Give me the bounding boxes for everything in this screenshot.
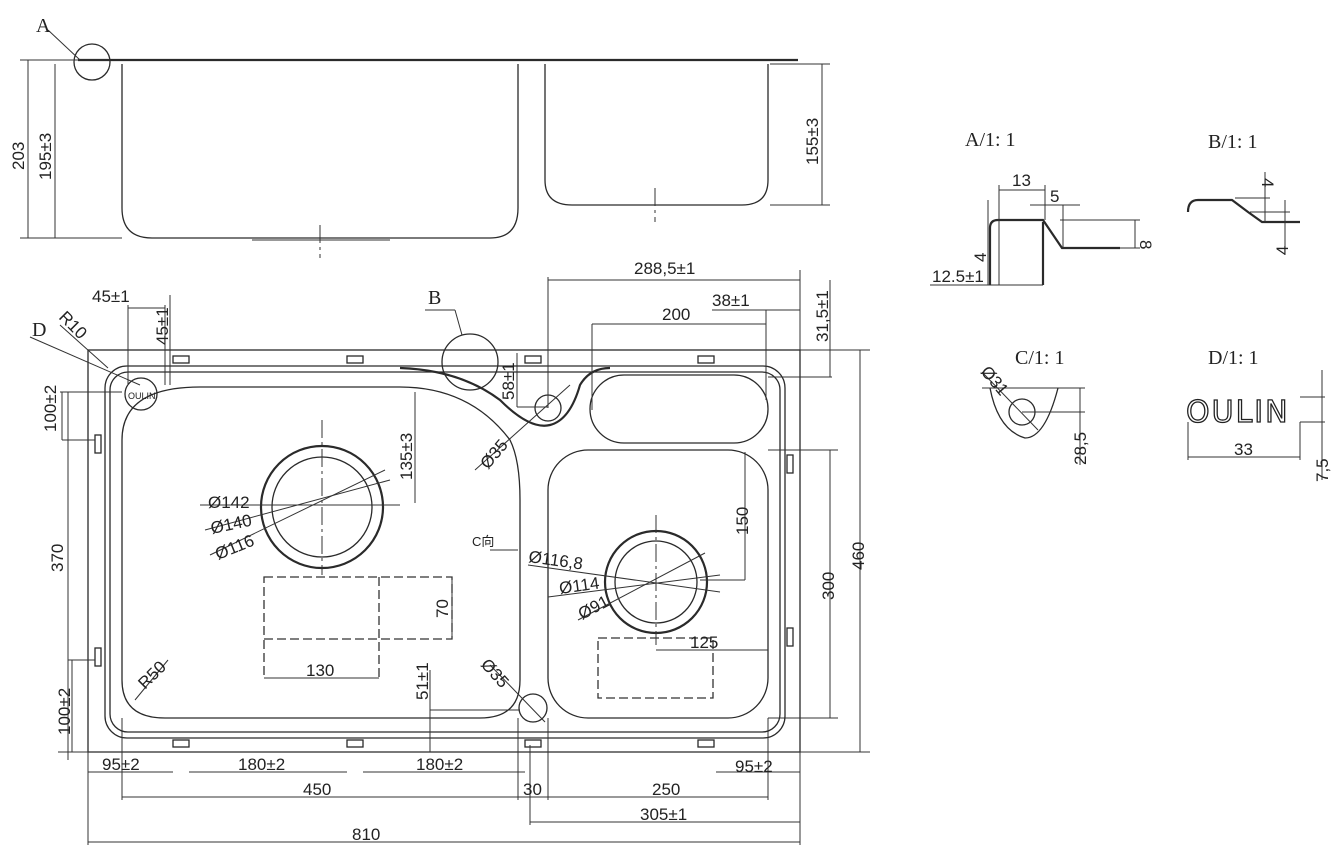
detail-c-dia: Ø31 — [977, 362, 1012, 399]
detail-c-title: C/1: 1 — [1015, 347, 1064, 369]
dim-dia-116-8: Ø116,8 — [527, 547, 584, 573]
callout-a: A — [36, 15, 51, 37]
dim-dia-114: Ø114 — [558, 574, 601, 598]
dim-clip-left: 95±2 — [102, 755, 140, 774]
dim-370: 370 — [48, 544, 67, 572]
detail-c-profile — [989, 387, 1059, 439]
detail-d-logo: OULIN — [1186, 395, 1290, 430]
dim-125: 125 — [690, 633, 718, 652]
dim-460: 460 — [849, 542, 868, 570]
detail-a-5: 5 — [1050, 187, 1059, 206]
dim-corner-x: 45±1 — [92, 287, 130, 306]
detail-a-8: 8 — [1136, 240, 1155, 249]
drain-groove — [399, 366, 611, 427]
detail-a-13: 13 — [1012, 171, 1031, 190]
dim-clip-right: 95±2 — [735, 757, 773, 776]
dim-135: 135±3 — [397, 433, 416, 480]
detail-c-28-5: 28,5 — [1071, 432, 1090, 465]
dim-38: 38±1 — [712, 291, 750, 310]
plan-view: OULIN — [29, 259, 870, 845]
overflow-bottom — [518, 693, 548, 723]
detail-d: D/1: 1 OULIN 33 7,5 — [1185, 347, 1332, 482]
dim-58: 58±1 — [499, 362, 518, 400]
detail-b-title: B/1: 1 — [1208, 131, 1257, 153]
detail-a: A/1: 1 13 5 8 4 12.5±1 — [930, 129, 1155, 286]
dim-clip-mid-1: 180±2 — [238, 755, 285, 774]
detail-a-circle — [73, 43, 111, 81]
left-basket-area — [263, 576, 453, 640]
left-bowl — [121, 386, 521, 719]
right-basket-area — [597, 637, 714, 699]
detail-d-circle — [124, 377, 158, 411]
dim-300: 300 — [819, 572, 838, 600]
dim-250: 250 — [652, 780, 680, 799]
dim-r50: R50 — [134, 657, 169, 692]
dim-51: 51±1 — [413, 662, 432, 700]
detail-b-4-bottom: 4 — [1273, 246, 1292, 255]
dim-203: 203 — [9, 142, 28, 170]
mounting-clips — [94, 355, 794, 748]
view-c-label: C向 — [472, 534, 494, 549]
dim-clip-bottom-left: 100±2 — [55, 688, 74, 735]
dim-r10: R10 — [55, 307, 90, 342]
dim-corner-y: 45±1 — [153, 307, 172, 345]
detail-b-circle — [441, 333, 499, 391]
callout-b: B — [428, 287, 441, 309]
detail-a-4: 4 — [971, 253, 990, 262]
detail-a-profile — [988, 218, 1120, 285]
dim-130: 130 — [306, 661, 334, 680]
dim-200: 200 — [662, 305, 690, 324]
dim-150: 150 — [733, 507, 752, 535]
dim-30: 30 — [523, 780, 542, 799]
detail-d-7-5: 7,5 — [1313, 458, 1332, 482]
dim-clip-top-left: 100±2 — [41, 385, 60, 432]
dim-clip-mid-2: 180±2 — [416, 755, 463, 774]
dim-195: 195±3 — [36, 133, 55, 180]
detail-a-12-5: 12.5±1 — [932, 267, 984, 286]
dim-305: 305±1 — [640, 805, 687, 824]
dim-810: 810 — [352, 825, 380, 844]
dim-dia-142: Ø142 — [208, 493, 250, 512]
dim-450: 450 — [303, 780, 331, 799]
drainboard-recess — [589, 374, 769, 444]
dim-288: 288,5±1 — [634, 259, 695, 278]
dim-155: 155±3 — [803, 118, 822, 165]
dim-70: 70 — [433, 599, 452, 618]
detail-b: B/1: 1 4 4 — [1186, 131, 1300, 255]
callout-d: D — [32, 319, 46, 341]
detail-b-profile — [1186, 198, 1300, 224]
detail-c: C/1: 1 Ø31 28,5 — [977, 347, 1090, 465]
section-view: A 203 195±3 155±3 — [9, 15, 830, 258]
detail-b-4-top: 4 — [1258, 178, 1277, 187]
logo-mark: OULIN — [128, 391, 156, 401]
detail-a-title: A/1: 1 — [965, 129, 1016, 151]
right-bowl — [547, 449, 769, 719]
dim-31-5: 31,5±1 — [813, 290, 832, 342]
detail-d-title: D/1: 1 — [1208, 347, 1259, 369]
detail-d-33: 33 — [1234, 440, 1253, 459]
dim-overflow-dia-bottom: Ø35 — [477, 655, 513, 692]
